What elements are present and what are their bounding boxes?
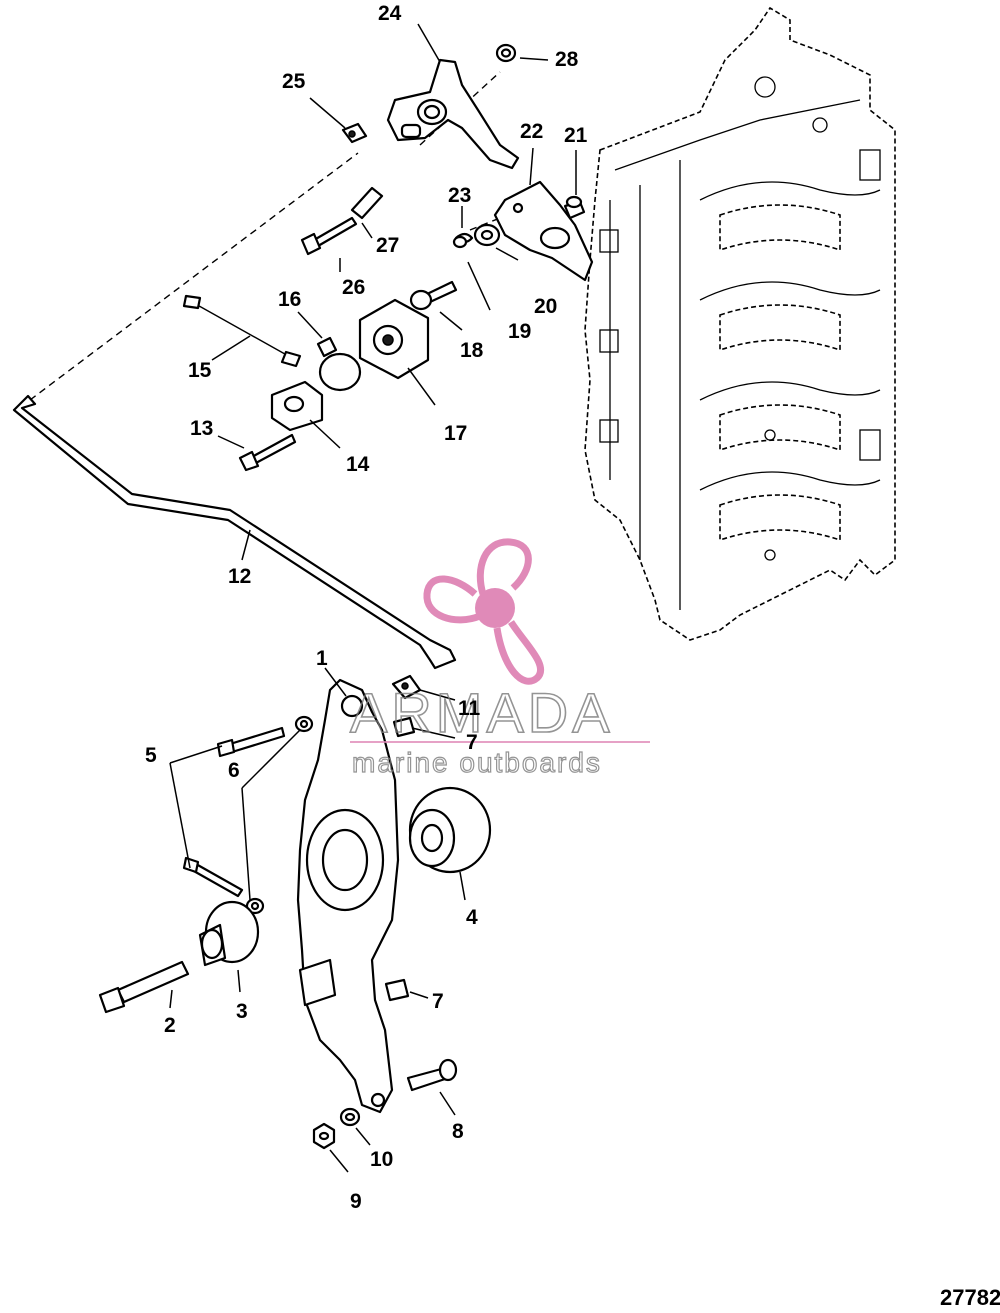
callout-label: 19 (508, 320, 531, 343)
callout-label: 16 (278, 288, 301, 311)
callout-label: 17 (444, 422, 467, 445)
part-6-nut-lower (245, 897, 265, 915)
part-12-throttle-rod (12, 394, 457, 670)
callout-label: 8 (452, 1120, 464, 1143)
assembly-line-rod-to-lever (29, 152, 359, 401)
callout-label: 25 (282, 70, 306, 93)
part-7-bushing-lower (384, 978, 410, 1002)
callout-label: 27 (376, 234, 399, 257)
callout-label: 3 (236, 1000, 248, 1023)
watermark-brand: ARMADA (350, 681, 614, 744)
callout-label: 24 (378, 2, 402, 25)
part-16-connector (316, 336, 362, 392)
part-9-nut (312, 1122, 336, 1150)
callout-label: 22 (520, 120, 543, 143)
part-3-spacer (198, 900, 260, 967)
part-25-screw (341, 122, 368, 144)
callout-label: 15 (188, 359, 212, 382)
part-4-roller (408, 786, 492, 874)
callout-label: 13 (190, 417, 213, 440)
callout-label: 18 (460, 339, 484, 362)
watermark-logo: ARMADA marine outboards (349, 538, 650, 779)
propeller-icon (423, 538, 545, 685)
callout-label: 4 (466, 906, 478, 929)
part-14-plate (270, 380, 324, 432)
callout-label: 5 (145, 744, 157, 767)
part-27-sleeve (350, 186, 384, 220)
callout-labels: 1 2 3 4 5 6 7 7 8 9 10 11 12 13 14 15 16… (145, 2, 588, 1213)
callout-label: 21 (564, 124, 588, 147)
callout-label: 12 (228, 565, 251, 588)
part-22-bracket (493, 180, 594, 282)
part-15-link-rod (182, 294, 302, 368)
callout-label: 9 (350, 1190, 362, 1213)
callout-label: 26 (342, 276, 365, 299)
watermark-tagline: marine outboards (352, 747, 602, 778)
leader-lines (169, 23, 577, 1173)
part-21-screw (563, 195, 586, 220)
callout-label: 7 (466, 731, 478, 754)
callout-label: 11 (458, 697, 481, 720)
part-6-nut-upper (294, 715, 314, 733)
callout-label: 28 (555, 48, 579, 71)
part-2-bolt (98, 960, 190, 1014)
callout-label: 14 (346, 453, 370, 476)
part-28-washer (495, 43, 517, 63)
callout-label: 1 (316, 647, 328, 670)
part-1-throttle-arm (296, 678, 400, 1114)
callout-label: 23 (448, 184, 471, 207)
callout-label: 6 (228, 759, 240, 782)
part-17-sensor (358, 298, 430, 380)
part-24-cam-lever (386, 58, 520, 170)
part-5-screw-lower (182, 856, 244, 898)
part-5-screw-upper (216, 726, 286, 758)
part-13-bolt (238, 433, 297, 472)
callout-label: 7 (432, 990, 444, 1013)
part-7-bushing-upper (392, 716, 416, 738)
part-8-pin (406, 1058, 458, 1092)
assembly-line-bracket-to-clip (469, 209, 521, 231)
part-10-washer (339, 1107, 361, 1127)
callout-label: 2 (164, 1014, 176, 1037)
figure-number: 27782 (940, 1285, 1000, 1310)
part-18-bolt (409, 280, 458, 311)
callout-label: 20 (534, 295, 557, 318)
part-20-nut (473, 223, 501, 247)
engine-block (584, 6, 896, 641)
callout-label: 10 (370, 1148, 393, 1171)
part-26-bolt (300, 216, 358, 256)
part-19-washer (452, 235, 468, 249)
